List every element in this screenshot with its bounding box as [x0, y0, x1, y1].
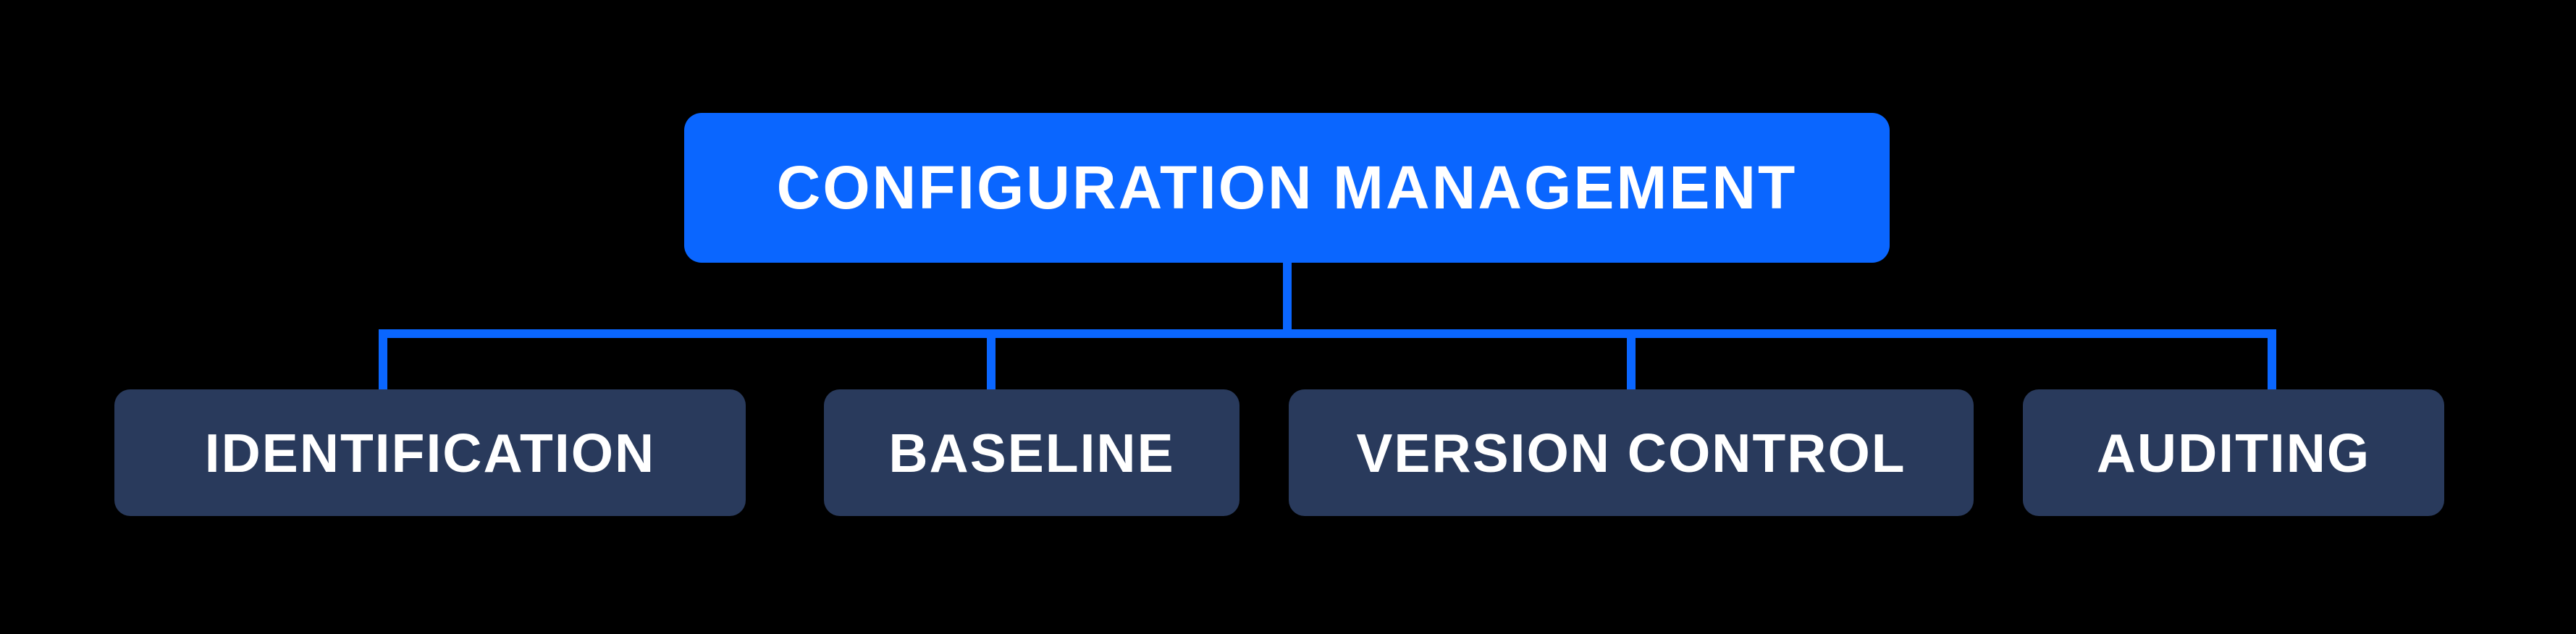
child-node-label: BASELINE	[888, 422, 1175, 483]
child-node-version-control: VERSION CONTROL	[1289, 389, 1974, 516]
child-node-auditing: AUDITING	[2023, 389, 2444, 516]
child-node-label: IDENTIFICATION	[204, 422, 656, 483]
root-node-label: CONFIGURATION MANAGEMENT	[776, 153, 1798, 221]
child-node-label: VERSION CONTROL	[1356, 422, 1906, 483]
child-node-label: AUDITING	[2096, 422, 2371, 483]
root-node-configuration-management: CONFIGURATION MANAGEMENT	[684, 113, 1890, 263]
child-node-baseline: BASELINE	[824, 389, 1239, 516]
child-node-identification: IDENTIFICATION	[114, 389, 746, 516]
connector-bus	[379, 329, 2276, 400]
